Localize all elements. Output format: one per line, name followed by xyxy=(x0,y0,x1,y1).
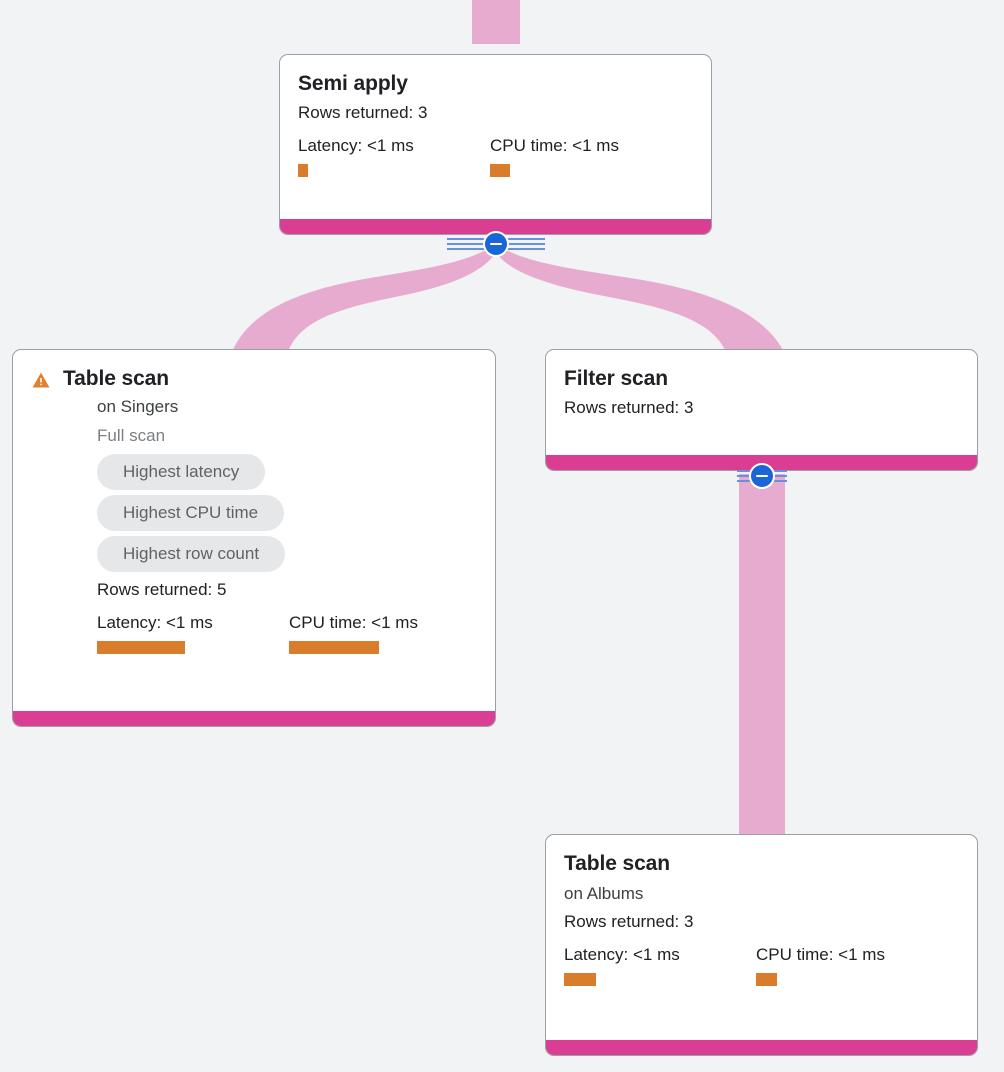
metric-latency: Latency: <1 ms xyxy=(298,135,490,177)
node-title: Semi apply xyxy=(298,72,408,95)
node-semi-apply-body: Semi apply Rows returned: 3 Latency: <1 … xyxy=(280,55,711,219)
metric-latency-bar xyxy=(298,164,308,177)
node-accent-bar xyxy=(13,711,495,726)
chip-highest-latency[interactable]: Highest latency xyxy=(97,454,266,490)
metric-latency-label: Latency: <1 ms xyxy=(97,613,213,632)
node-subtitle: on Singers xyxy=(97,397,179,416)
node-metrics: Latency: <1 ms CPU time: <1 ms xyxy=(298,135,693,177)
node-rows-returned: Rows returned: 3 xyxy=(564,398,694,417)
node-semi-apply-header: Semi apply xyxy=(298,71,693,97)
node-chip-list: Highest latency Highest CPU time Highest… xyxy=(97,454,477,572)
metric-latency: Latency: <1 ms xyxy=(564,944,756,986)
node-metrics: Latency: <1 ms CPU time: <1 ms xyxy=(97,612,477,654)
metric-cpu-label: CPU time: <1 ms xyxy=(490,136,619,155)
node-table-scan-albums-header: Table scan xyxy=(564,851,959,877)
metric-latency-bar xyxy=(564,973,596,986)
metric-cpu-bar xyxy=(490,164,510,177)
node-table-scan-albums[interactable]: Table scan on Albums Rows returned: 3 La… xyxy=(545,834,978,1056)
chip-highest-row-count[interactable]: Highest row count xyxy=(97,536,286,572)
collapse-toggle-semi-apply[interactable] xyxy=(483,231,509,257)
metric-latency: Latency: <1 ms xyxy=(97,612,289,654)
metric-cpu: CPU time: <1 ms xyxy=(756,944,885,986)
edge-semiapply-to-singers xyxy=(232,244,496,352)
node-accent-bar xyxy=(546,455,977,470)
node-table-scan-singers[interactable]: Table scan on Singers Full scan Highest … xyxy=(12,349,496,727)
metric-cpu-bar xyxy=(289,641,379,654)
node-rows-returned: Rows returned: 3 xyxy=(564,912,694,931)
metric-latency-label: Latency: <1 ms xyxy=(298,136,414,155)
edge-incoming-root xyxy=(472,0,520,44)
node-accent-bar xyxy=(546,1040,977,1055)
chip-highest-cpu-time[interactable]: Highest CPU time xyxy=(97,495,285,531)
node-filter-scan[interactable]: Filter scan Rows returned: 3 xyxy=(545,349,978,471)
node-title: Table scan xyxy=(63,367,169,390)
metric-cpu-bar xyxy=(756,973,777,986)
node-accent-bar xyxy=(280,219,711,234)
node-filter-scan-header: Filter scan xyxy=(564,366,959,392)
node-semi-apply[interactable]: Semi apply Rows returned: 3 Latency: <1 … xyxy=(279,54,712,235)
collapse-toggle-filter-scan[interactable] xyxy=(749,463,775,489)
node-table-scan-singers-details: on Singers Full scan Highest latency Hig… xyxy=(31,394,477,654)
metric-cpu-label: CPU time: <1 ms xyxy=(756,945,885,964)
minus-circle-icon xyxy=(490,242,502,246)
metric-cpu: CPU time: <1 ms xyxy=(490,135,619,177)
node-table-scan-singers-header: Table scan xyxy=(31,366,477,392)
node-table-scan-singers-body: Table scan on Singers Full scan Highest … xyxy=(13,350,495,711)
node-scan-type: Full scan xyxy=(97,426,166,445)
metric-cpu-label: CPU time: <1 ms xyxy=(289,613,418,632)
warning-triangle-icon xyxy=(32,372,50,388)
node-table-scan-singers-head-text: Table scan xyxy=(63,366,169,392)
minus-circle-icon xyxy=(756,474,768,478)
metric-latency-label: Latency: <1 ms xyxy=(564,945,680,964)
node-subtitle: on Albums xyxy=(564,884,644,903)
node-rows-returned: Rows returned: 5 xyxy=(97,580,227,599)
edge-semiapply-to-filterscan xyxy=(496,244,784,352)
edge-filterscan-to-albums xyxy=(739,474,785,850)
metric-latency-bar xyxy=(97,641,185,654)
node-table-scan-albums-body: Table scan on Albums Rows returned: 3 La… xyxy=(546,835,977,1040)
metric-cpu: CPU time: <1 ms xyxy=(289,612,418,654)
node-filter-scan-body: Filter scan Rows returned: 3 xyxy=(546,350,977,455)
node-title: Filter scan xyxy=(564,367,668,390)
node-title: Table scan xyxy=(564,852,670,875)
node-rows-returned: Rows returned: 3 xyxy=(298,103,428,122)
node-metrics: Latency: <1 ms CPU time: <1 ms xyxy=(564,944,959,986)
